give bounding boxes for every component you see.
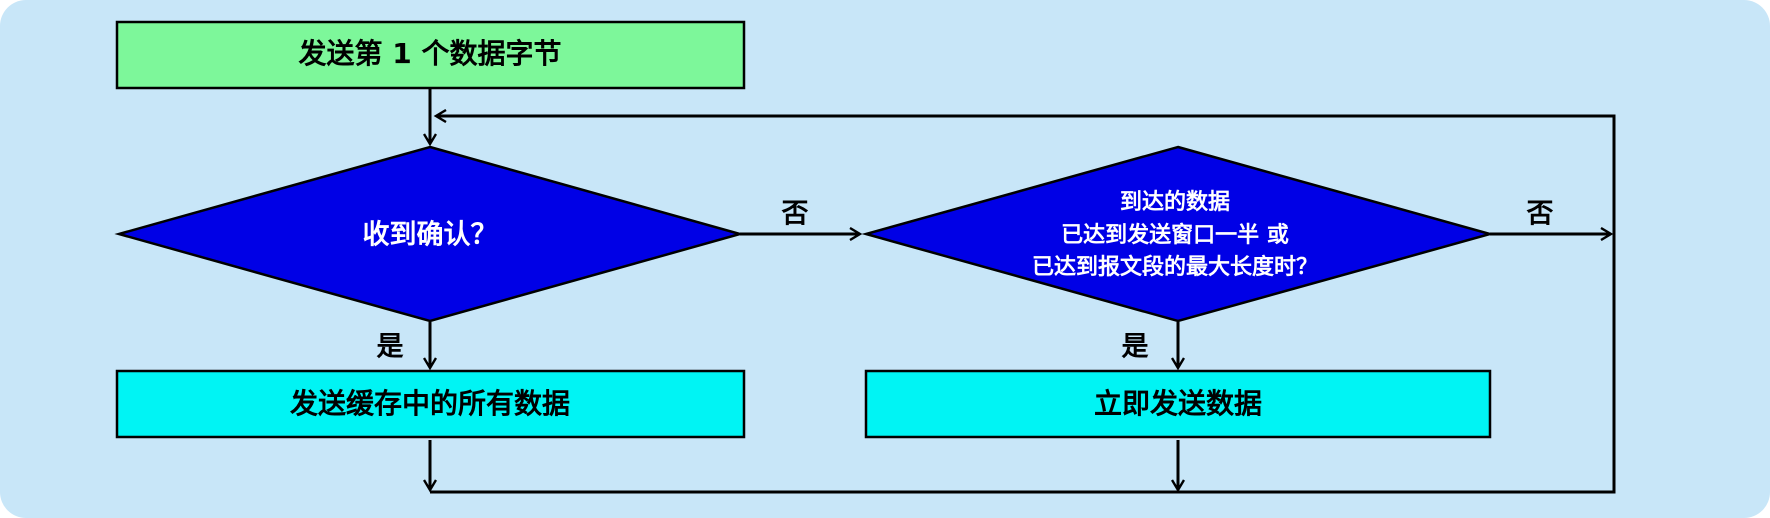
node-send-now: 立即发送数据	[864, 369, 1492, 439]
decision-ack: 收到确认？	[114, 145, 745, 323]
decision-threshold-line-3: 已达到报文段的最大长度时？	[1032, 254, 1318, 280]
decision-ack-label: 收到确认？	[363, 219, 498, 251]
node-send-all-label: 发送缓存中的所有数据	[289, 387, 570, 420]
decision-threshold-line-1: 到达的数据	[1120, 189, 1230, 215]
connectors	[430, 88, 1616, 494]
label-ack-yes: 是	[377, 332, 404, 363]
edge-loop-back	[430, 116, 1616, 494]
decision-threshold-line-2: 已达到发送窗口一半 或	[1061, 222, 1289, 248]
node-send-all: 发送缓存中的所有数据	[115, 369, 746, 439]
decision-threshold: 到达的数据 已达到发送窗口一半 或 已达到报文段的最大长度时？	[861, 145, 1495, 323]
label-ack-no: 否	[782, 199, 809, 230]
label-threshold-no: 否	[1527, 199, 1554, 230]
node-start-label: 发送第 1 个数据字节	[298, 37, 562, 70]
label-threshold-yes: 是	[1122, 332, 1149, 363]
node-start: 发送第 1 个数据字节	[115, 20, 746, 90]
node-send-now-label: 立即发送数据	[1094, 387, 1262, 420]
